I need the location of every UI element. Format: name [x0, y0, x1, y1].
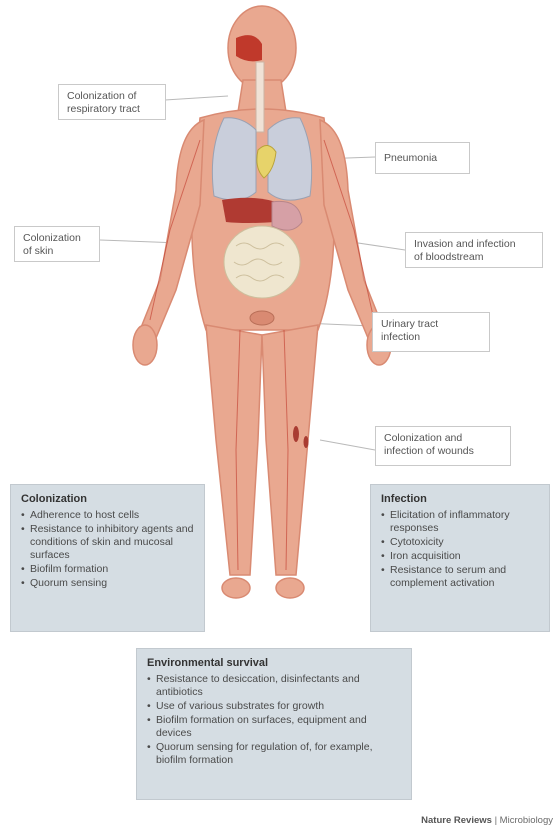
list-item: Quorum sensing for regulation of, for ex…: [147, 741, 401, 767]
list-item: Resistance to inhibitory agents and cond…: [21, 523, 194, 562]
panel-environmental-title: Environmental survival: [147, 657, 401, 670]
list-item: Elicitation of inflammatory responses: [381, 509, 539, 535]
panel-environmental-list: Resistance to desiccation, disinfectants…: [147, 673, 401, 767]
list-item: Quorum sensing: [21, 577, 194, 590]
bladder: [250, 311, 274, 325]
callout-wounds: Colonization and infection of wounds: [375, 426, 511, 466]
journal-credit: Nature Reviews | Microbiology: [421, 815, 553, 826]
panel-infection-list: Elicitation of inflammatory responses Cy…: [381, 509, 539, 590]
panel-infection: Infection Elicitation of inflammatory re…: [370, 484, 550, 632]
panel-infection-title: Infection: [381, 493, 539, 506]
list-item: Resistance to serum and complement activ…: [381, 564, 539, 590]
nasal-cavity: [236, 35, 262, 61]
callout-skin: Colonization of skin: [14, 226, 100, 262]
panel-colonization-list: Adherence to host cells Resistance to in…: [21, 509, 194, 590]
list-item: Biofilm formation: [21, 563, 194, 576]
callout-pneumonia: Pneumonia: [375, 142, 470, 174]
list-item: Biofilm formation on surfaces, equipment…: [147, 714, 401, 740]
trachea: [256, 62, 264, 132]
panel-colonization: Colonization Adherence to host cells Res…: [10, 484, 205, 632]
list-item: Adherence to host cells: [21, 509, 194, 522]
panel-colonization-title: Colonization: [21, 493, 194, 506]
panel-environmental-survival: Environmental survival Resistance to des…: [136, 648, 412, 800]
callout-urinary-tract: Urinary tract infection: [372, 312, 490, 352]
list-item: Use of various substrates for growth: [147, 700, 401, 713]
left-lung: [212, 118, 256, 200]
journal-section: Microbiology: [500, 815, 553, 826]
list-item: Resistance to desiccation, disinfectants…: [147, 673, 401, 699]
list-item: Iron acquisition: [381, 550, 539, 563]
list-item: Cytotoxicity: [381, 536, 539, 549]
callout-bloodstream: Invasion and infection of bloodstream: [405, 232, 543, 268]
callout-respiratory-tract: Colonization of respiratory tract: [58, 84, 166, 120]
journal-name: Nature Reviews: [421, 815, 492, 826]
intestines: [224, 226, 300, 298]
